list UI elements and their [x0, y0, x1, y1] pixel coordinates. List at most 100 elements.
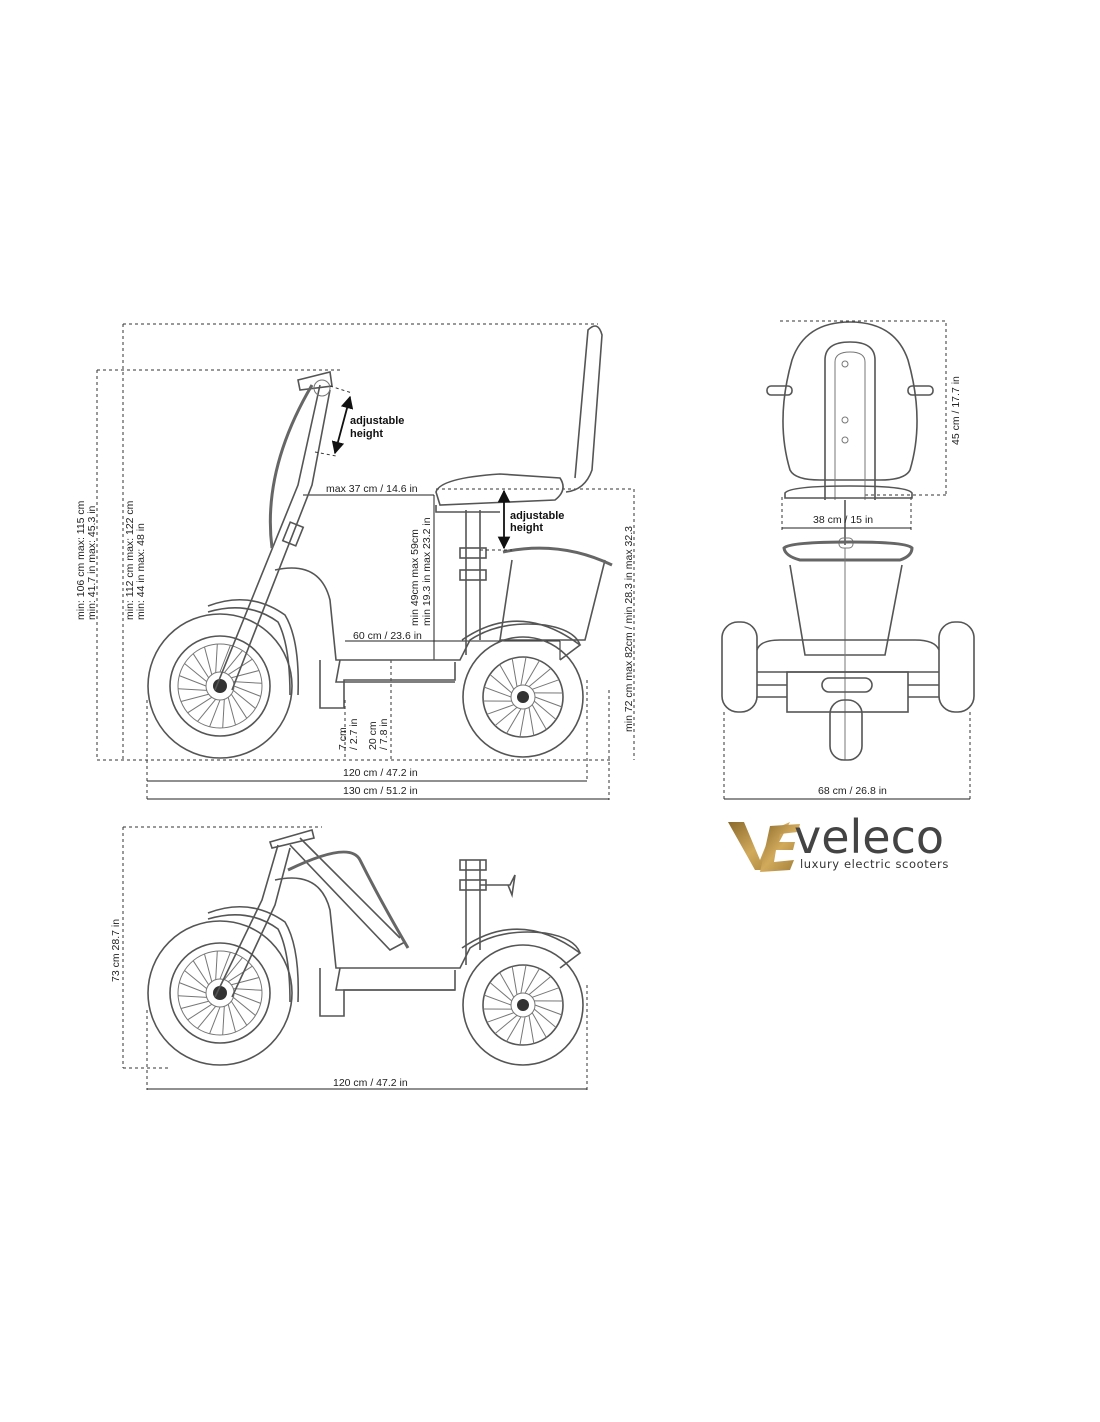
wheel-spoke [219, 645, 231, 673]
clearance-label: 7 cm [337, 727, 349, 750]
wheel-spoke [494, 707, 518, 727]
wheel-spoke [227, 697, 236, 726]
brand-name: veleco [794, 810, 944, 864]
handlebar-adjust-label-1: adjustable [350, 415, 404, 427]
wheel-spoke [524, 660, 540, 686]
wheel-spoke [222, 1006, 225, 1035]
wheel-spoke [230, 1000, 248, 1026]
wheel-spoke [232, 996, 256, 1016]
front-wheel [147, 613, 293, 759]
veleco-logo: veleco luxury electric scooters [728, 810, 949, 872]
seat-height-label: min 49cm max 59cm [409, 529, 421, 626]
rear-view: 38 cm / 15 in 68 cm / 26.8 in 45 cm / 17… [721, 320, 975, 800]
wheel-spoke [506, 708, 522, 734]
wheel-spoke [486, 1012, 514, 1023]
wheel-spoke [533, 1008, 557, 1028]
folded-length-label: 120 cm / 47.2 in [333, 1077, 408, 1089]
wheel-spoke [534, 696, 562, 708]
wheel-spoke [215, 951, 218, 980]
wheel-spoke [484, 994, 512, 1006]
seat-to-handlebar-label: max 37 cm / 14.6 in [326, 483, 418, 495]
wheel-spoke [179, 675, 207, 687]
wheel-spoke [179, 982, 207, 994]
backrest-height-inch-label: min: 44 in max: 48 in [135, 523, 147, 620]
wheel-spoke [227, 965, 253, 983]
wheel-spoke [180, 1000, 209, 1009]
wheel-spoke [223, 650, 243, 674]
wheel-spoke [486, 704, 514, 715]
wheel-spoke [533, 700, 557, 720]
total-length-label: 130 cm / 51.2 in [343, 785, 418, 797]
wheel-spoke [519, 708, 526, 737]
seat-height-inch-label: min 19.3 in max 23.2 in [421, 517, 433, 626]
wheel-spoke [489, 982, 513, 1002]
wheel-spoke [197, 698, 217, 722]
wheel-spoke [531, 704, 547, 730]
wheel-spoke [511, 966, 518, 995]
wheel-spoke [192, 960, 210, 986]
wheel-spoke [204, 646, 213, 675]
folded-rear-wheel [462, 944, 584, 1066]
clearance-inch-label: / 2.7 in [348, 718, 360, 750]
wheel-spoke [494, 1015, 518, 1035]
seat-adjust-label-2: height [510, 522, 543, 534]
rear-wheel [462, 636, 584, 758]
wheel-spoke [231, 977, 260, 986]
wheel-spoke [233, 988, 262, 991]
backrest-height-label: min: 112 cm max: 122 cm [124, 500, 136, 620]
wheel-spoke [528, 707, 535, 736]
wheel-spoke [209, 699, 221, 727]
seat-width-label: 38 cm / 15 in [813, 514, 873, 526]
wheel-spoke [230, 693, 248, 719]
wheel-spoke [231, 670, 260, 679]
wheel-spoke [178, 688, 207, 691]
wheel-spoke [233, 681, 262, 684]
wheel-spoke [532, 987, 560, 998]
wheel-spoke [184, 970, 208, 990]
wheel-spoke [187, 1003, 213, 1021]
wheel-spoke [204, 953, 213, 982]
wheel-spoke [232, 689, 256, 709]
wheel-spoke [524, 968, 540, 994]
wheel-spoke [520, 965, 527, 994]
side-view: adjustable height adjustable heigh [75, 323, 635, 800]
wheel-spoke [192, 653, 210, 679]
folded-front-wheel [147, 920, 293, 1066]
wheel-spoke [233, 992, 261, 1004]
seat-to-column-label: 60 cm / 23.6 in [353, 630, 422, 642]
seat-adjust-label-1: adjustable [510, 510, 564, 522]
wheel-spoke [197, 1005, 217, 1029]
wheel-spoke [520, 657, 527, 686]
wheel-spoke [528, 1015, 535, 1044]
wheel-spoke [209, 1006, 221, 1034]
handlebar-adjust-label-2: height [350, 428, 383, 440]
wheel-spoke [528, 975, 552, 995]
veleco-monogram-icon [728, 822, 800, 872]
wheel-spoke [187, 696, 213, 714]
wheel-spoke [511, 658, 518, 687]
wheel-spoke [528, 667, 552, 687]
wheel-spoke [499, 664, 515, 690]
wheel-spoke [219, 952, 231, 980]
wheelbase-label: 120 cm / 47.2 in [343, 767, 418, 779]
wheel-spoke [531, 1012, 547, 1038]
wheel-spoke [233, 685, 261, 697]
folded-view: 120 cm / 47.2 in 73 cm 28.7 in [110, 826, 588, 1090]
wheel-spoke [484, 686, 512, 698]
front-height-inch-label: min: 41.7 in max: 45.3 in [86, 505, 98, 620]
wheel-spoke [534, 1004, 562, 1016]
front-height-label: min: 106 cm max: 115 cm [75, 500, 87, 620]
total-width-label: 68 cm / 26.8 in [818, 785, 887, 797]
wheel-spoke [223, 957, 243, 981]
wheel-spoke [489, 674, 513, 694]
deck-height-inch-label: / 7.8 in [378, 718, 390, 750]
wheel-spoke [519, 1016, 526, 1045]
wheel-spoke [184, 663, 208, 683]
backrest-size-label: 45 cm / 17.7 in [950, 376, 962, 445]
brand-tagline: luxury electric scooters [800, 857, 949, 871]
wheel-spoke [178, 995, 207, 998]
seat-total-height-label: min 72 cm max 82cm / min 28.3 in max 32.… [623, 526, 635, 732]
wheel-spoke [227, 1004, 236, 1033]
wheel-spoke [222, 699, 225, 728]
